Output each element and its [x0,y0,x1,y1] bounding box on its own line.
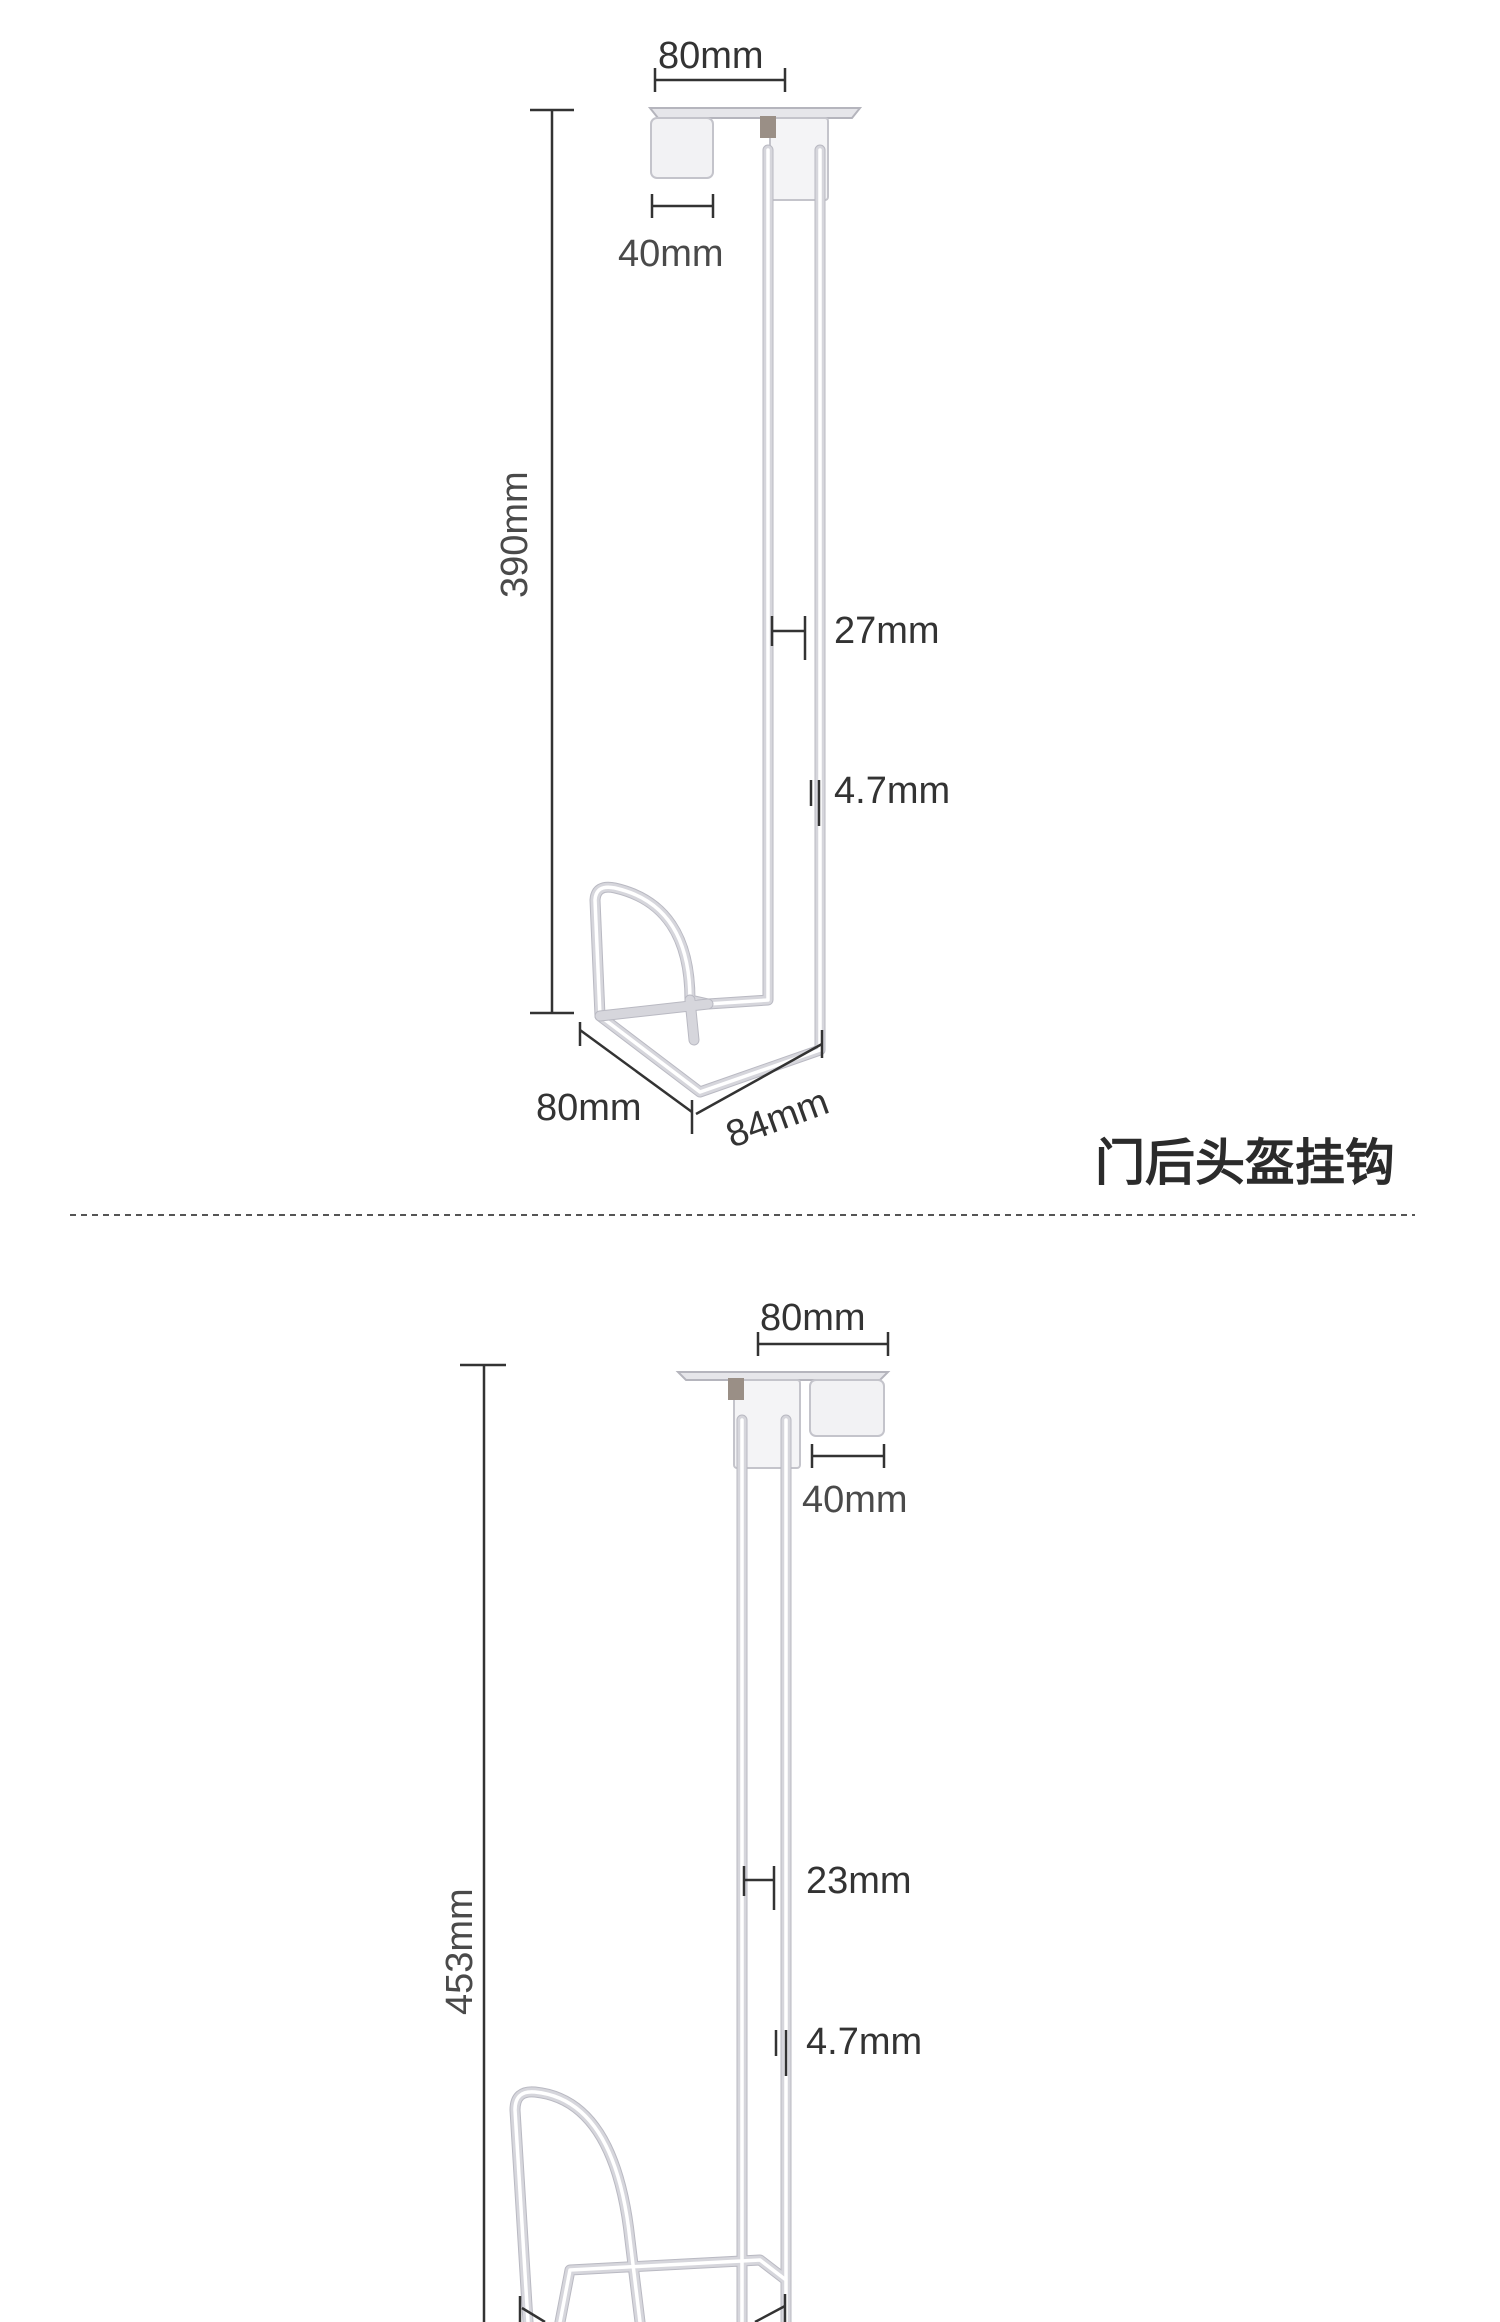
bottom-plate-width-label: 80mm [760,1297,866,1339]
bottom-hook: 80mm 40mm 453mm 23mm 4.7mm [439,1297,922,2322]
top-plate-width-label: 80mm [658,35,764,77]
product-title: 门后头盔挂钩 [1095,1134,1395,1192]
top-wire-diameter-label: 4.7mm [834,770,950,812]
top-base-depth-dimension: 80mm [536,1022,694,1134]
top-hook-wire [589,144,826,1098]
bottom-hook-screw [728,1378,744,1400]
top-hook-clip [650,117,714,179]
bottom-hook-plate [675,1371,891,1381]
bottom-rod-gap-label: 23mm [806,1860,912,1902]
top-height-dimension: 390mm [494,108,574,1015]
top-base-depth-label: 80mm [536,1087,642,1129]
bottom-clip-width-label: 40mm [802,1479,908,1521]
bottom-base-dimension-partial [518,2294,787,2322]
top-base-width-dimension: 84mm [695,1030,834,1156]
top-rod-gap-label: 27mm [834,610,940,652]
bottom-plate-width-dimension: 80mm [756,1297,890,1356]
bottom-wire-diameter-dimension: 4.7mm [774,2021,922,2076]
bottom-clip-width-dimension: 40mm [802,1444,908,1521]
top-hook-screw [760,116,776,138]
top-clip-width-label: 40mm [618,233,724,275]
bottom-hook-clip [809,1379,885,1437]
top-height-label: 390mm [494,471,536,598]
bottom-hook-wire [509,1414,792,2322]
bottom-wire-diameter-label: 4.7mm [806,2021,922,2063]
bottom-height-dimension: 453mm [439,1363,506,2322]
bottom-height-label: 453mm [439,1888,481,2015]
top-rod-gap-dimension: 27mm [770,610,940,660]
top-clip-width-dimension: 40mm [618,194,724,275]
top-hook: 80mm 40mm 390mm 27mm 4.7mm [494,35,950,1156]
top-wire-diameter-dimension: 4.7mm [809,770,950,826]
bottom-rod-gap-dimension: 23mm [742,1860,912,1910]
top-plate-width-dimension: 80mm [653,35,787,92]
top-hook-plate [647,107,863,119]
